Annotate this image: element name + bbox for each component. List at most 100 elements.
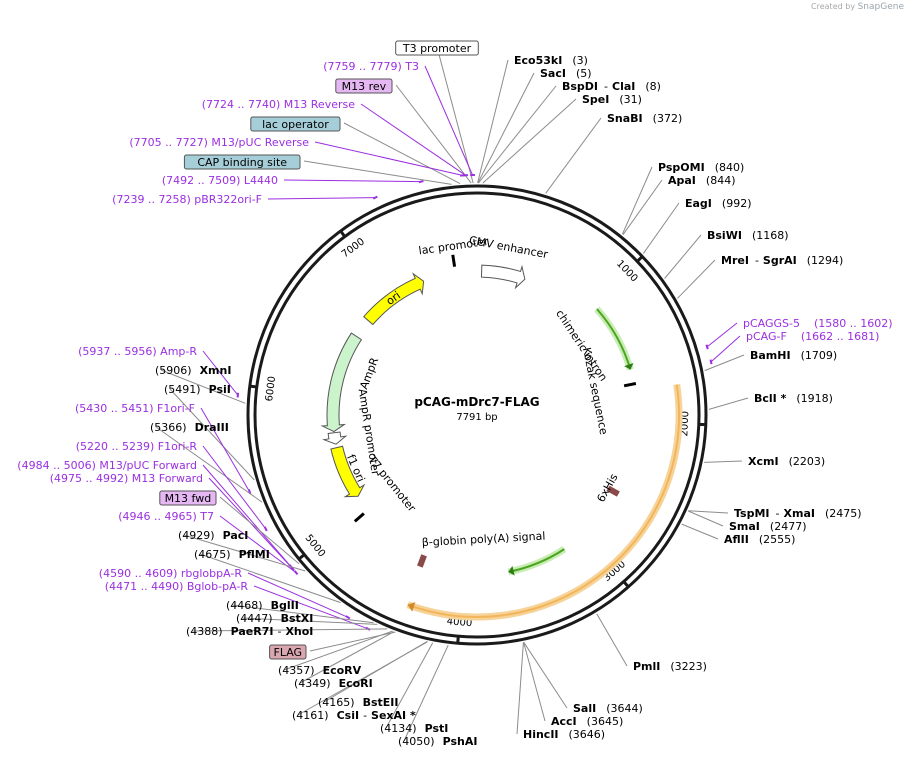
map-label[interactable]: (4675)PflMI [194, 548, 270, 561]
map-label[interactable]: (7724 .. 7740) M13 Reverse [202, 98, 355, 111]
map-label[interactable]: SmaI(2477) [729, 520, 806, 533]
leader-line [155, 426, 263, 503]
map-label[interactable]: T3 promoter [395, 40, 479, 56]
map-label[interactable]: (7492 .. 7509) L4440 [162, 174, 278, 187]
map-label[interactable]: (4050)PshAI [398, 735, 477, 748]
map-label[interactable]: (4134)PstI [380, 722, 448, 735]
map-label[interactable]: PmlI(3223) [633, 660, 707, 673]
site-label: SnaBI(372) [607, 112, 682, 125]
tick-mark [456, 636, 460, 644]
map-label[interactable]: (5430 .. 5451) F1ori-F [75, 402, 195, 415]
feature-arrow[interactable] [480, 264, 526, 290]
map-label[interactable]: BclI *(1918) [754, 392, 833, 405]
map-label[interactable]: AccI(3645) [551, 715, 623, 728]
map-label[interactable]: SacI(5) [540, 67, 592, 80]
site-position: (840) [715, 161, 745, 174]
map-label[interactable]: PspOMI(840) [658, 161, 744, 174]
map-label[interactable]: pCAG-F(1662 .. 1681) [746, 330, 879, 343]
map-label[interactable]: (4929)PacI [178, 529, 248, 542]
feature-marker[interactable] [417, 554, 427, 568]
primer-bind-mark [705, 344, 709, 350]
leader-line [253, 585, 369, 630]
map-label[interactable]: (5906)XmnI [155, 364, 231, 377]
map-label[interactable]: BsiWI(1168) [707, 229, 789, 242]
site-position: (5906) [155, 364, 192, 377]
map-label[interactable]: BspDI-ClaI(8) [562, 80, 661, 93]
feature-halo [594, 306, 634, 371]
site-label: (4357)EcoRV [278, 664, 362, 677]
map-label[interactable]: (4165)BstEII [318, 696, 398, 709]
map-label[interactable]: lac operator [250, 116, 341, 132]
map-label[interactable]: SpeI(31) [582, 93, 642, 106]
map-label[interactable]: (4590 .. 4609) rbglobpA-R [99, 567, 243, 580]
map-label[interactable]: (4975 .. 4992) M13 Forward [50, 472, 203, 485]
site-label: ApaI(844) [668, 174, 736, 187]
map-label[interactable]: HincII(3646) [523, 728, 605, 741]
feature-arrow[interactable] [322, 431, 348, 445]
map-label[interactable]: (4161)CsiI-SexAI * [292, 709, 416, 722]
site-name: CsiI [337, 709, 359, 722]
feature-arrow[interactable] [320, 332, 363, 433]
map-label[interactable]: (7239 .. 7258) pBR322ori-F [112, 193, 262, 206]
feature-arrow[interactable] [330, 445, 366, 498]
leader-line [385, 642, 434, 729]
map-label[interactable]: (4357)EcoRV [278, 664, 362, 677]
map-label[interactable]: (4349)EcoRI [294, 677, 373, 690]
leader-line [681, 523, 719, 540]
feature-marker[interactable] [623, 382, 637, 388]
map-label[interactable]: ApaI(844) [668, 174, 736, 187]
site-name: PsiI [209, 383, 231, 396]
features[interactable] [320, 254, 683, 621]
site-name: BsiWI [707, 229, 742, 242]
primer-label: (4975 .. 4992) M13 Forward [50, 472, 203, 485]
site-name-2: ClaI [612, 80, 635, 93]
site-label: (4447)BstXI [236, 612, 313, 625]
map-label[interactable]: M13 rev [335, 78, 393, 94]
map-label[interactable]: (4946 .. 4965) T7 [118, 510, 214, 523]
feature-marker[interactable] [451, 254, 457, 267]
feature-marker[interactable] [353, 512, 365, 523]
plasmid-size: 7791 bp [456, 412, 497, 423]
site-position: (4357) [278, 664, 315, 677]
site-name: SmaI [729, 520, 760, 533]
cds-arc[interactable] [407, 384, 680, 618]
map-label[interactable]: EagI(992) [685, 197, 752, 210]
map-label[interactable]: BamHI(1709) [750, 349, 837, 362]
leader-line [241, 617, 378, 625]
map-label[interactable]: (7705 .. 7727) M13/pUC Reverse [129, 136, 309, 149]
outer-labels[interactable]: T3 promoter (7759 .. 7779) T3 M13 rev (7724… [17, 40, 893, 748]
primer-label: (5937 .. 5956) Amp-R [78, 345, 197, 358]
map-label[interactable]: (4447)BstXI [236, 612, 313, 625]
site-position: (5366) [150, 421, 187, 434]
site-name: AflII [724, 533, 749, 546]
map-label[interactable]: SalI(3644) [573, 702, 643, 715]
feature-arrow[interactable] [363, 272, 425, 326]
cds-arrowhead [407, 602, 416, 612]
map-label[interactable]: Eco53kI(3) [514, 54, 588, 67]
map-label[interactable]: SnaBI(372) [607, 112, 682, 125]
map-label[interactable]: (5937 .. 5956) Amp-R [78, 345, 197, 358]
map-label[interactable]: (5220 .. 5239) F1ori-R [76, 440, 198, 453]
map-label[interactable]: (4984 .. 5006) M13/pUC Forward [17, 459, 197, 472]
site-name: Eco53kI [514, 54, 562, 67]
feature-marker[interactable] [606, 485, 620, 497]
map-label[interactable]: TspMI-XmaI(2475) [734, 507, 862, 520]
site-label: BamHI(1709) [750, 349, 837, 362]
map-label[interactable]: M13 fwd [159, 490, 217, 506]
map-label[interactable]: (7759 .. 7779) T3 [323, 60, 419, 73]
map-label[interactable]: CAP binding site [183, 154, 301, 170]
map-label[interactable]: (4471 .. 4490) Bglob-pA-R [105, 580, 249, 593]
plasmid-name: pCAG-mDrc7-FLAG [414, 395, 539, 409]
map-label[interactable]: (5366)DraIII [150, 421, 229, 434]
map-label[interactable]: AflII(2555) [724, 533, 795, 546]
map-label[interactable]: XcmI(2203) [748, 455, 825, 468]
map-label[interactable]: MreI-SgrAI(1294) [721, 254, 843, 267]
map-label[interactable]: (5491)PsiI [164, 383, 231, 396]
map-label[interactable]: pCAGGS-5(1580 .. 1602) [743, 317, 893, 330]
leader-line [202, 350, 239, 396]
map-label[interactable]: (4468)BglII [226, 599, 299, 612]
map-label[interactable]: (4388)PaeR7I-XhoI [186, 625, 313, 638]
map-label[interactable]: FLAG [269, 644, 307, 660]
site-name: BstXI [281, 612, 314, 625]
